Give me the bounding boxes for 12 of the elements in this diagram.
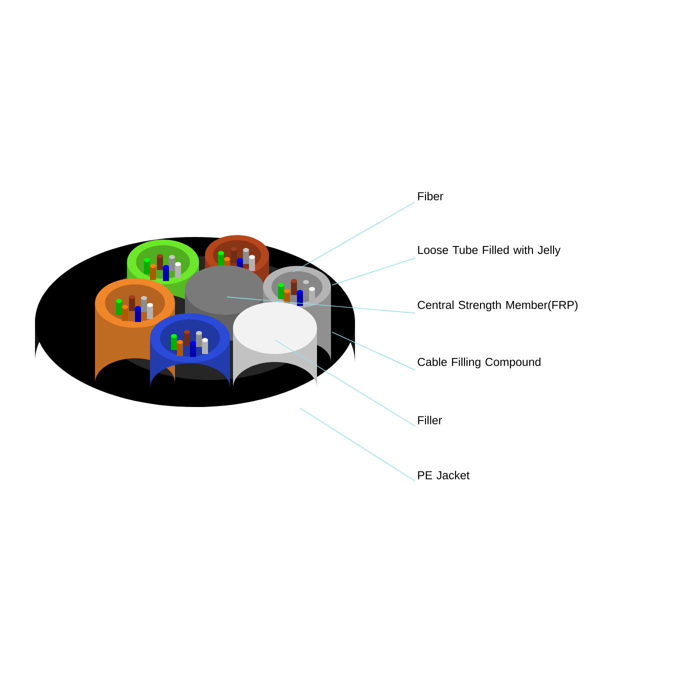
- callout-label: Central Strength Member(FRP): [418, 300, 578, 312]
- callout-label: Filler: [418, 416, 442, 424]
- leader-line: [332, 332, 416, 370]
- callout-label: PE Jacket: [418, 470, 470, 480]
- leader-line: [274, 340, 416, 426]
- callout-label: Fiber: [418, 192, 444, 200]
- leader-line: [300, 408, 416, 482]
- callout-label: Loose Tube Filled with Jelly: [418, 246, 561, 256]
- leader-line: [332, 258, 416, 286]
- callout-label: Cable Filling Compound: [418, 358, 540, 368]
- leader-line: [226, 296, 416, 314]
- leader-line: [292, 202, 416, 272]
